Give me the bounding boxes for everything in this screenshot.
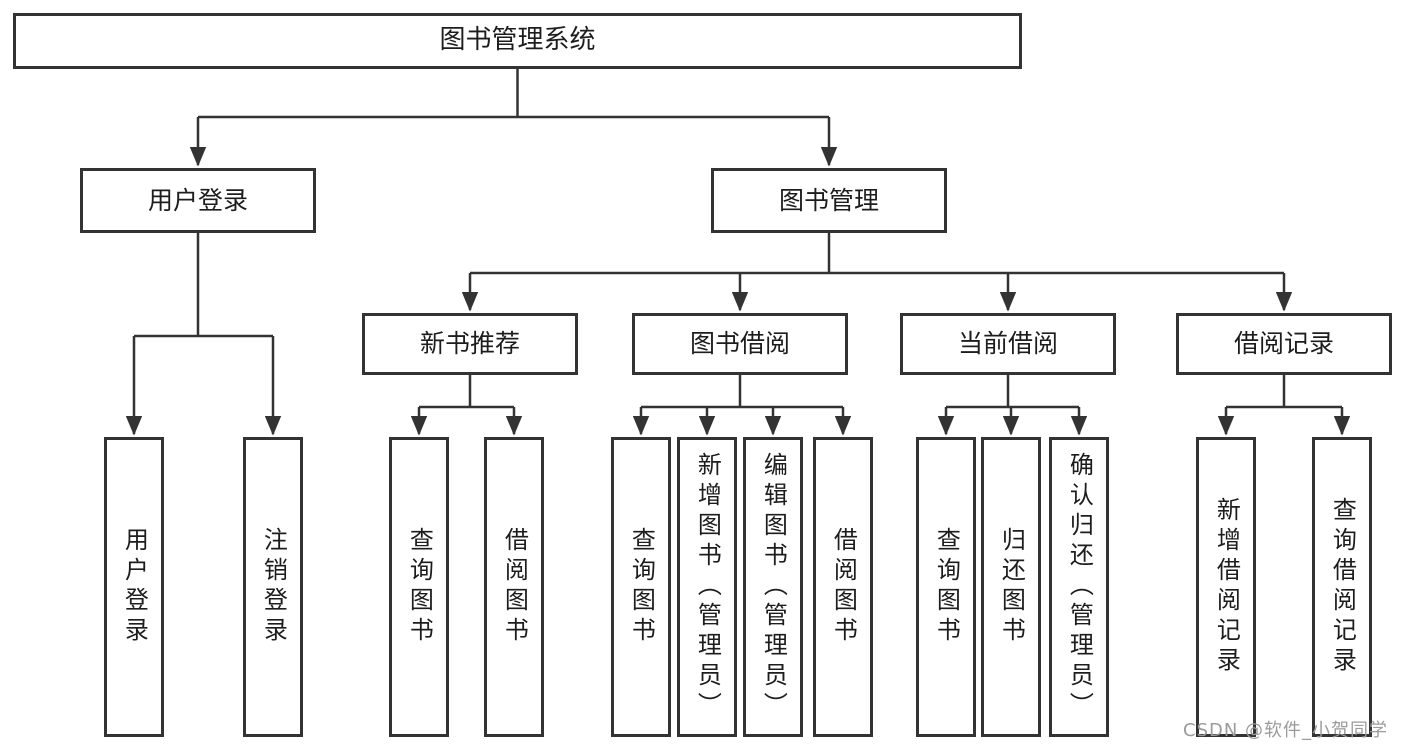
node-user-login: 用户登录 [80, 168, 316, 233]
leaf-user-login: 用户登录 [104, 437, 164, 737]
leaf-records-query-record: 查询借阅记录 [1312, 437, 1372, 737]
csdn-watermark: CSDN @软件_小贺同学 [1183, 720, 1389, 741]
leaf-recommend-borrow-books: 借阅图书 [484, 437, 544, 737]
leaf-recommend-query-books: 查询图书 [389, 437, 449, 737]
node-book-borrowing: 图书借阅 [632, 313, 848, 375]
leaf-borrowing-query-books: 查询图书 [611, 437, 671, 737]
leaf-borrowing-edit-books-admin: 编辑图书（管理员） [743, 437, 803, 737]
leaf-borrowing-borrow-books: 借阅图书 [813, 437, 873, 737]
leaf-records-add-record: 新增借阅记录 [1196, 437, 1256, 737]
node-new-book-recommend: 新书推荐 [362, 313, 578, 375]
node-current-borrowing: 当前借阅 [900, 313, 1116, 375]
node-book-management: 图书管理 [711, 168, 947, 233]
leaf-logout: 注销登录 [243, 437, 303, 737]
leaf-current-confirm-return-admin: 确认归还（管理员） [1049, 437, 1109, 737]
leaf-borrowing-add-books-admin: 新增图书（管理员） [677, 437, 737, 737]
node-borrowing-records: 借阅记录 [1176, 313, 1392, 375]
leaf-current-return-books: 归还图书 [981, 437, 1041, 737]
node-library-management-system: 图书管理系统 [13, 13, 1022, 69]
leaf-current-query-books: 查询图书 [916, 437, 976, 737]
